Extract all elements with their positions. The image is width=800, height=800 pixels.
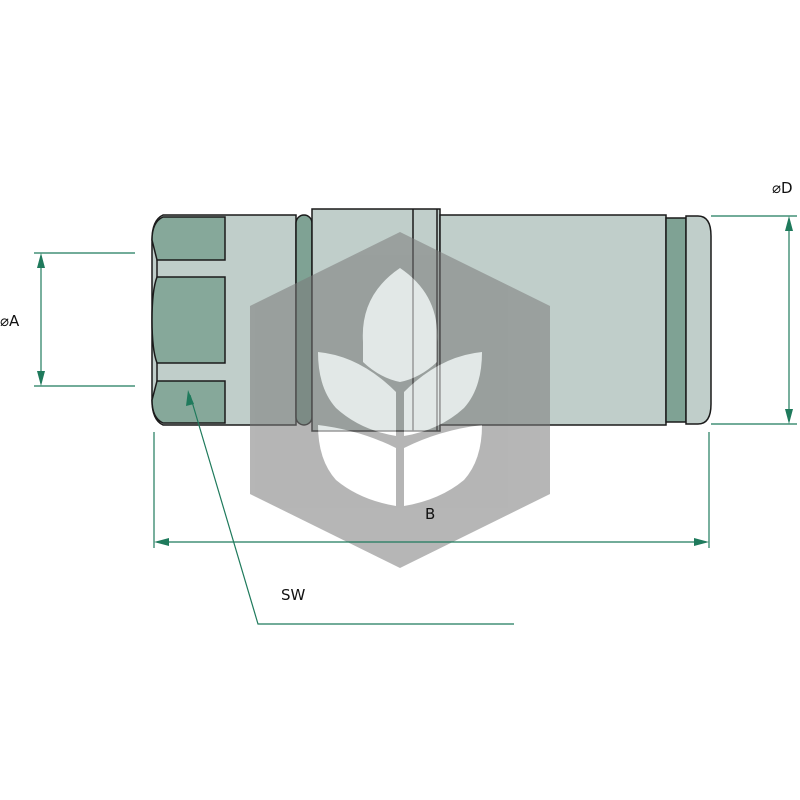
watermark-leaf-right [404,352,482,436]
end-groove [665,217,687,423]
dimension-lines [34,215,797,625]
watermark-hexagon [250,232,550,568]
dim-b-arrow-left [154,538,169,546]
dim-sw-label: SW [281,586,306,604]
watermark-leaf-lower-left [318,425,396,506]
leaf-logo-watermark-icon [250,232,550,568]
dim-a-arrow-bottom [37,371,45,386]
hex-face-middle [151,276,226,364]
sw-leader-arrow [186,390,194,406]
watermark-leaf-center [362,268,438,382]
watermark-leaf-left [318,352,396,436]
hex-face-top [151,216,226,261]
dim-b-arrow-right [694,538,709,546]
dim-d-label: ⌀D [772,179,793,197]
dim-a-label: ⌀A [0,312,20,330]
dim-d-arrow-bottom [785,409,793,424]
dim-b-label: B [425,505,435,523]
dim-d-arrow-top [785,216,793,231]
sw-leader-line [189,394,514,625]
dim-a-arrow-top [37,253,45,268]
end-cap [685,215,712,425]
watermark-leaf-lower-right [404,425,482,506]
